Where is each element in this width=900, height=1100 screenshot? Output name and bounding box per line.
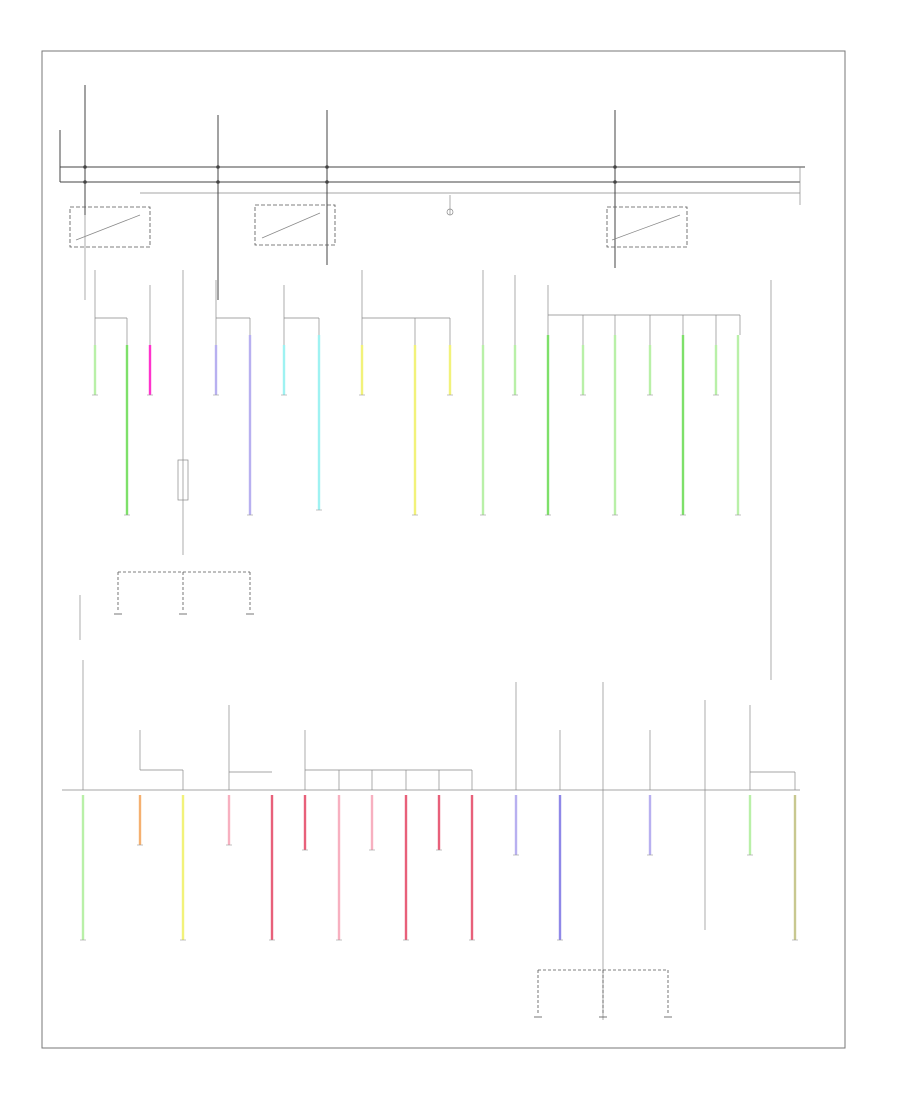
lower-bus xyxy=(62,595,800,1020)
upper-fuses xyxy=(94,270,772,680)
lower-branch-wires xyxy=(80,795,798,941)
upper-branch-wires xyxy=(92,335,741,516)
diagram-frame xyxy=(41,50,846,1049)
power-bus xyxy=(59,85,805,300)
relay-center xyxy=(254,195,454,246)
upper-ground-network xyxy=(114,571,254,615)
relay-right xyxy=(606,206,688,248)
lower-ground-network xyxy=(534,969,672,1018)
relay-left xyxy=(69,206,151,300)
